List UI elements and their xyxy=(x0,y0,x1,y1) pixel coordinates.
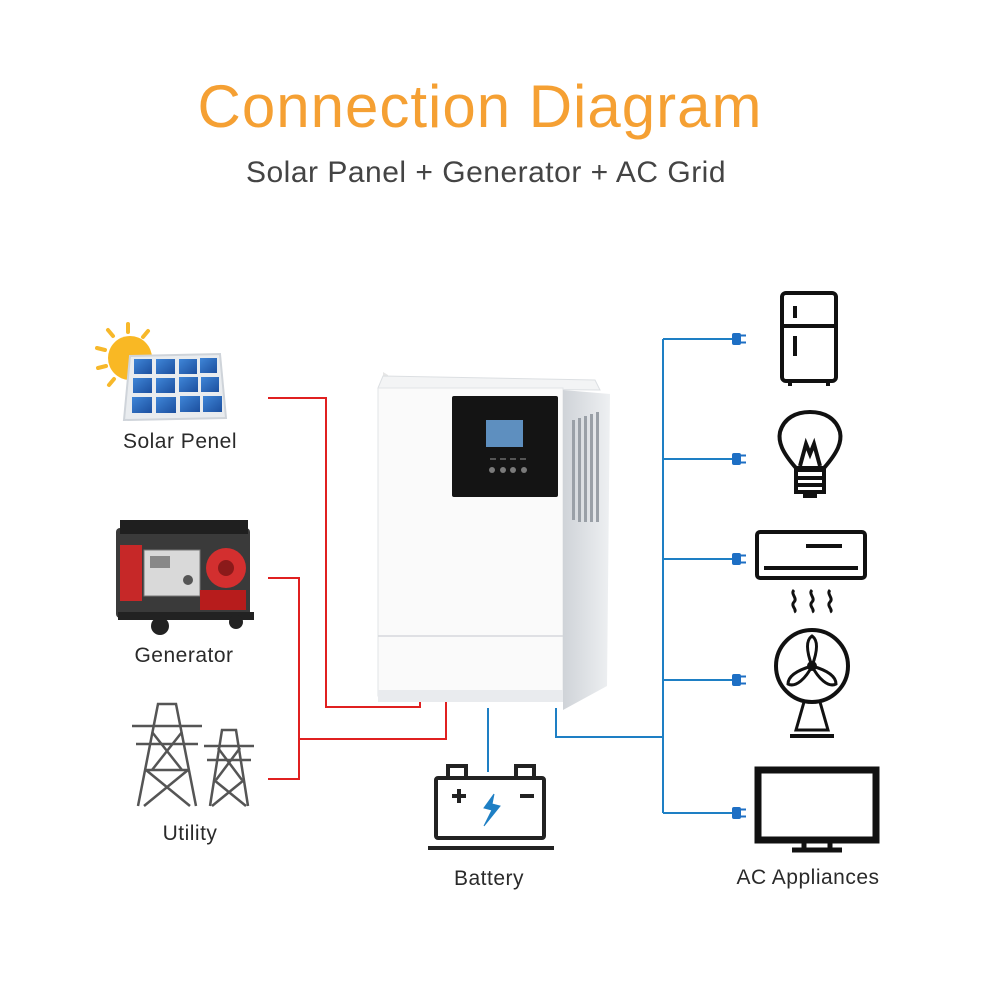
solar-panel-label: Solar Penel xyxy=(122,430,238,453)
ac-out-wire xyxy=(555,708,663,738)
sun-icon xyxy=(95,322,150,387)
plug-icons xyxy=(732,333,746,819)
generator-label: Generator xyxy=(134,644,234,667)
air-conditioner-icon xyxy=(755,530,867,614)
refrigerator-icon xyxy=(780,291,838,386)
output-wires xyxy=(487,338,735,814)
ac-appliances-label: AC Appliances xyxy=(736,866,880,889)
diagram-title: Connection Diagram xyxy=(197,73,763,140)
diagram-subtitle: Solar Panel + Generator + AC Grid xyxy=(245,156,727,189)
monitor-icon xyxy=(754,766,880,853)
solar-wire xyxy=(268,397,421,708)
input-wires xyxy=(268,397,447,780)
battery-bolt-icon xyxy=(483,793,501,827)
generator-wire xyxy=(268,577,300,780)
solar-panel-icon xyxy=(95,322,228,422)
inverter-vents xyxy=(572,412,599,522)
battery-icon xyxy=(428,764,554,850)
utility-label: Utility xyxy=(162,822,218,845)
utility-tower-icon xyxy=(132,702,254,807)
generator-icon xyxy=(116,520,254,635)
inverter-unit xyxy=(377,372,610,710)
grid-bus-wire xyxy=(299,698,447,740)
inverter-lcd-screen xyxy=(486,420,523,447)
fan-icon xyxy=(774,628,850,738)
light-bulb-icon xyxy=(777,409,843,498)
battery-label: Battery xyxy=(453,867,525,890)
